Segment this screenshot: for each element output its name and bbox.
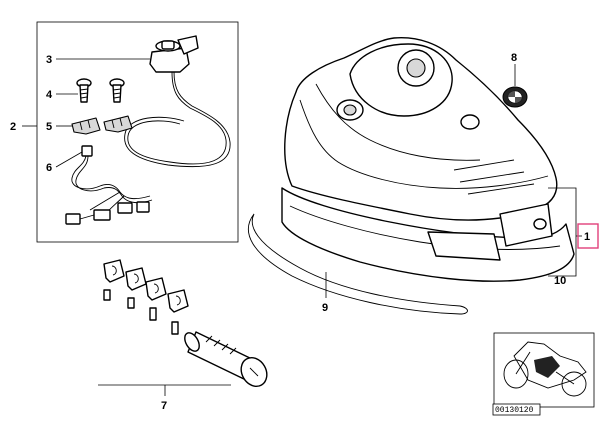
callout-2[interactable]: 2 <box>10 121 16 133</box>
callout-6[interactable]: 6 <box>46 162 52 174</box>
clip-parts <box>71 115 133 135</box>
edge-strip-part <box>248 213 468 315</box>
callout-8[interactable]: 8 <box>511 52 517 64</box>
lock-set-part <box>103 259 268 388</box>
callout-4[interactable]: 4 <box>46 89 53 101</box>
screw-parts <box>76 78 125 103</box>
roundel-badge-part <box>502 86 528 108</box>
callout-1[interactable]: 1 <box>584 231 590 243</box>
leader-6 <box>55 151 83 168</box>
motorcycle-thumbnail: 00130120 <box>492 332 595 416</box>
callout-7[interactable]: 7 <box>161 400 167 412</box>
assembly-bracket <box>548 187 577 277</box>
highlight-box <box>577 223 599 249</box>
switch-part <box>124 35 231 168</box>
wiring-harness-part <box>65 145 153 225</box>
wiring-kit-frame <box>36 21 239 243</box>
image-number: 00130120 <box>495 406 534 415</box>
callout-9[interactable]: 9 <box>322 302 328 314</box>
tank-cover-part <box>281 37 575 282</box>
callout-5[interactable]: 5 <box>46 121 52 133</box>
callout-10[interactable]: 10 <box>554 275 566 287</box>
callout-3[interactable]: 3 <box>46 54 52 66</box>
